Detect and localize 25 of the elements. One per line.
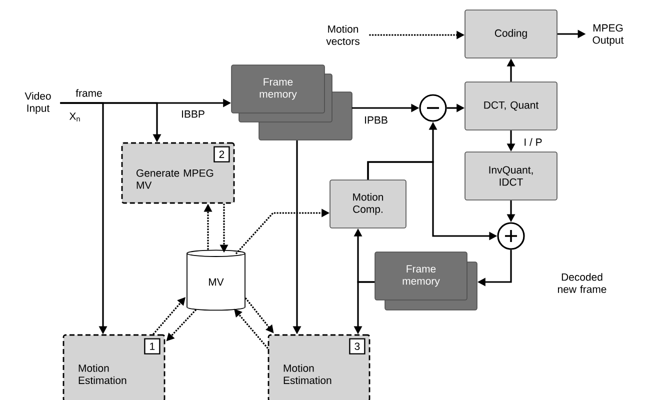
process-box: Motion Comp.	[330, 180, 406, 228]
process-box: DCT, Quant	[464, 82, 558, 130]
process-box: Coding	[464, 10, 558, 58]
dashed-process-box: Motion Estimation 3	[268, 334, 370, 400]
output-label: MPEG Output	[592, 24, 624, 46]
dashed-process-box: Motion Estimation 1	[62, 334, 166, 400]
output-label: Decoded new frame	[558, 273, 606, 293]
edge-label: IBBP	[180, 109, 206, 119]
signal-label: frame	[76, 89, 102, 97]
number-badge: 2	[214, 146, 230, 162]
node-label: Frame	[264, 78, 293, 86]
signal-label: X$_{n}$	[69, 112, 80, 122]
subtractor-circle	[419, 94, 447, 122]
input-label: Motion vectors	[326, 25, 360, 45]
process-box: InvQuant, IDCT	[464, 152, 558, 200]
database-cylinder: MV	[186, 250, 246, 311]
adder-circle	[497, 222, 525, 250]
dashed-process-box: Generate MPEG MV 2	[121, 142, 235, 204]
number-badge: 3	[349, 338, 366, 354]
frame-memory-stack: Frame memory	[231, 64, 352, 140]
edge-label: I / P	[522, 137, 544, 147]
edge-label: IPBB	[363, 115, 389, 125]
input-label: Video Input	[24, 92, 51, 114]
number-badge: 1	[144, 338, 160, 354]
frame-memory-stack: Frame memory	[374, 252, 478, 310]
